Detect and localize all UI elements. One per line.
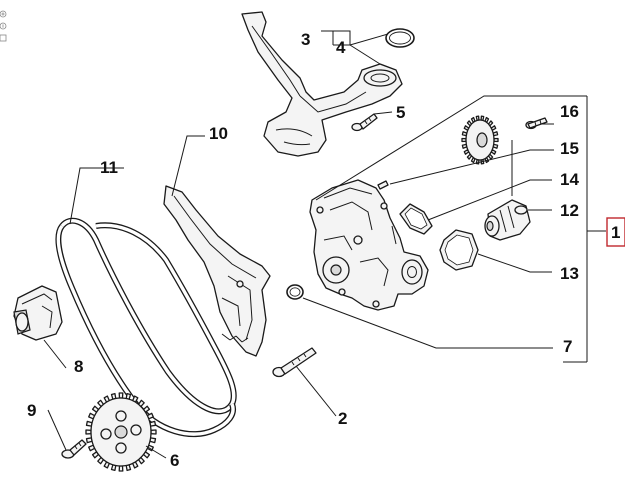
long-bolt[interactable] <box>272 347 317 378</box>
callout-12[interactable]: 12 <box>560 201 579 220</box>
gear-bolt[interactable] <box>525 117 548 130</box>
sprocket-tooth <box>85 429 92 435</box>
callout-16[interactable]: 16 <box>560 102 579 121</box>
zoom-reset-icon[interactable] <box>0 34 7 42</box>
callout-15[interactable]: 15 <box>560 139 579 158</box>
callout-6[interactable]: 6 <box>170 451 179 470</box>
callout-14[interactable]: 14 <box>560 170 579 189</box>
callout-3[interactable]: 3 <box>301 30 310 49</box>
callout-1[interactable]: 1 <box>611 223 620 242</box>
dowel-pin[interactable] <box>377 180 389 190</box>
callout-8[interactable]: 8 <box>74 357 83 376</box>
callout-9[interactable]: 9 <box>27 401 36 420</box>
zoom-out-icon[interactable] <box>0 22 7 30</box>
callout-5[interactable]: 5 <box>396 103 405 122</box>
sprocket-tooth <box>118 465 124 472</box>
sprocket-tooth <box>118 392 124 399</box>
pump-drive-gear[interactable] <box>461 115 499 165</box>
callout-7[interactable]: 7 <box>563 337 572 356</box>
zoom-toolbar[interactable] <box>0 10 7 42</box>
callout-10[interactable]: 10 <box>209 124 228 143</box>
sprocket-bolt[interactable] <box>61 439 87 459</box>
oil-suction-pipe[interactable] <box>241 11 403 157</box>
callout-4[interactable]: 4 <box>336 38 346 57</box>
callout-11[interactable]: 11 <box>100 158 118 177</box>
callout-2[interactable]: 2 <box>338 409 347 428</box>
pump-o-ring[interactable] <box>286 284 304 300</box>
pump-gasket-large[interactable] <box>439 229 479 271</box>
zoom-in-icon[interactable] <box>0 10 7 18</box>
oil-pump-housing[interactable] <box>309 179 429 311</box>
sprocket-tooth <box>150 429 157 435</box>
assembly-highlight-box <box>606 217 625 247</box>
pump-gasket-small[interactable] <box>399 203 433 235</box>
chain-guide[interactable] <box>163 185 271 357</box>
pipe-bolt[interactable] <box>351 113 378 132</box>
suction-pipe-o-ring[interactable] <box>385 28 415 48</box>
chain-tensioner[interactable] <box>13 285 63 341</box>
leader-lines <box>43 30 606 459</box>
pressure-relief-valve[interactable] <box>484 199 531 241</box>
callout-labels: 1 2 3 4 5 6 7 8 9 10 11 12 13 14 15 16 <box>27 30 625 470</box>
crankshaft-sprocket[interactable] <box>85 392 157 472</box>
callout-13[interactable]: 13 <box>560 264 579 283</box>
